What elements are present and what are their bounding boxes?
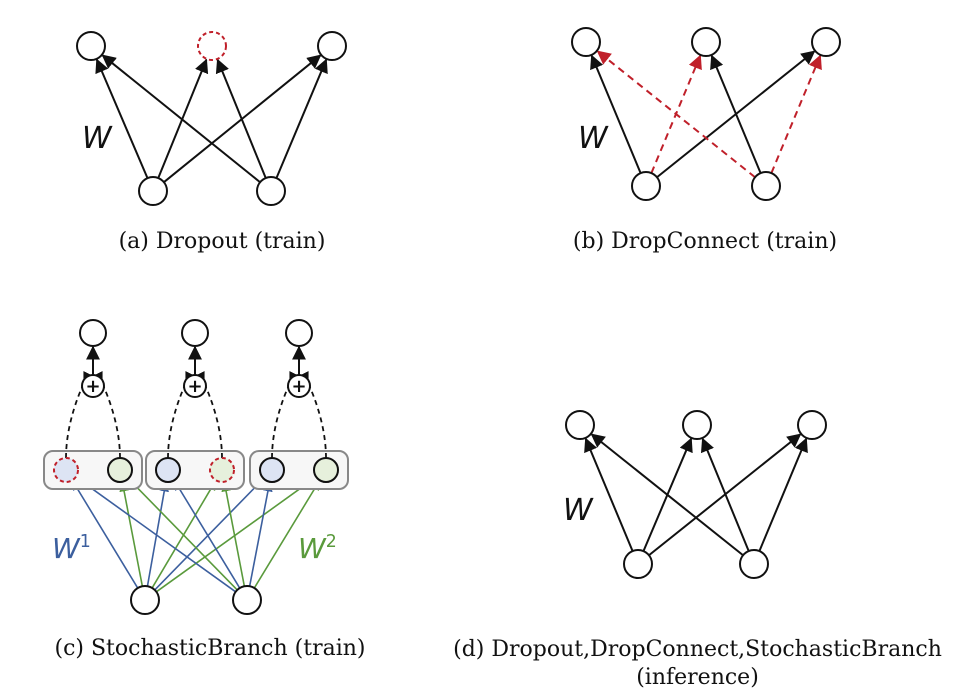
output-node	[565, 410, 595, 440]
weight-label-w2: W2	[298, 532, 337, 565]
output-node	[79, 319, 107, 347]
caption-inference: (d) Dropout,DropConnect,StochasticBranch…	[440, 636, 955, 692]
input-node	[138, 176, 168, 206]
edge	[275, 58, 328, 179]
dropped-branch-node	[209, 457, 235, 483]
weight-label: W	[82, 121, 113, 156]
dropped-output-node	[197, 31, 227, 61]
output-node	[317, 31, 347, 61]
sum-symbol: +	[291, 376, 306, 397]
dropped-edge	[596, 50, 756, 179]
edge-w1	[174, 480, 241, 589]
branch-to-sum-edge	[167, 371, 197, 459]
output-node	[571, 27, 601, 57]
panel-inference: W	[563, 410, 827, 579]
input-node	[739, 549, 769, 579]
panel-dropconnect: W	[571, 27, 841, 201]
edge	[215, 58, 267, 179]
caption-stochastic-branch: (c) StochasticBranch (train)	[54, 636, 366, 661]
edge	[590, 54, 642, 174]
edge	[590, 433, 744, 557]
edge-w1	[248, 481, 273, 587]
edge-w2	[253, 480, 320, 589]
edge-w2	[119, 481, 144, 587]
edge-w1	[154, 478, 264, 591]
edge	[758, 437, 808, 552]
edge-w2	[155, 476, 317, 593]
branch-node	[107, 457, 133, 483]
dropped-branch-node	[53, 457, 79, 483]
caption-dropout: (a) Dropout (train)	[118, 229, 326, 254]
edge-w2	[221, 481, 246, 587]
output-node	[285, 319, 313, 347]
output-node	[797, 410, 827, 440]
input-node	[631, 171, 661, 201]
output-node	[691, 27, 721, 57]
sum-symbol: +	[85, 376, 100, 397]
branch-to-sum-edge	[193, 371, 223, 459]
edge	[710, 54, 762, 174]
branch-node	[259, 457, 285, 483]
panel-dropout: W	[76, 31, 347, 206]
edge-w1	[72, 480, 139, 589]
edge-w1	[75, 476, 237, 593]
edge	[95, 58, 149, 179]
branch-to-sum-edge	[297, 371, 327, 459]
input-node	[751, 171, 781, 201]
branch-to-sum-edge	[91, 371, 121, 459]
branch-to-sum-edge	[65, 371, 95, 459]
input-node	[232, 585, 262, 615]
output-node	[811, 27, 841, 57]
branch-to-sum-edge	[271, 371, 301, 459]
edge	[584, 437, 634, 552]
weight-label: W	[563, 493, 594, 528]
weight-label: W	[578, 121, 609, 156]
caption-inference-line1: (d) Dropout,DropConnect,StochasticBranch	[453, 637, 942, 662]
edge	[101, 54, 261, 183]
dropped-edge	[770, 54, 822, 174]
output-node	[682, 410, 712, 440]
output-node	[181, 319, 209, 347]
edge-w2	[128, 478, 238, 591]
weight-label-w1: W1	[52, 532, 91, 565]
caption-inference-line2: (inference)	[636, 665, 759, 690]
input-node	[256, 176, 286, 206]
input-node	[130, 585, 160, 615]
sum-symbol: +	[187, 376, 202, 397]
panel-stochastic-branch: + + + W1 W2	[43, 319, 349, 615]
caption-dropconnect: (b) DropConnect (train)	[572, 229, 838, 254]
edge	[700, 437, 750, 552]
output-node	[76, 31, 106, 61]
branch-node	[155, 457, 181, 483]
branch-node	[313, 457, 339, 483]
input-node	[623, 549, 653, 579]
